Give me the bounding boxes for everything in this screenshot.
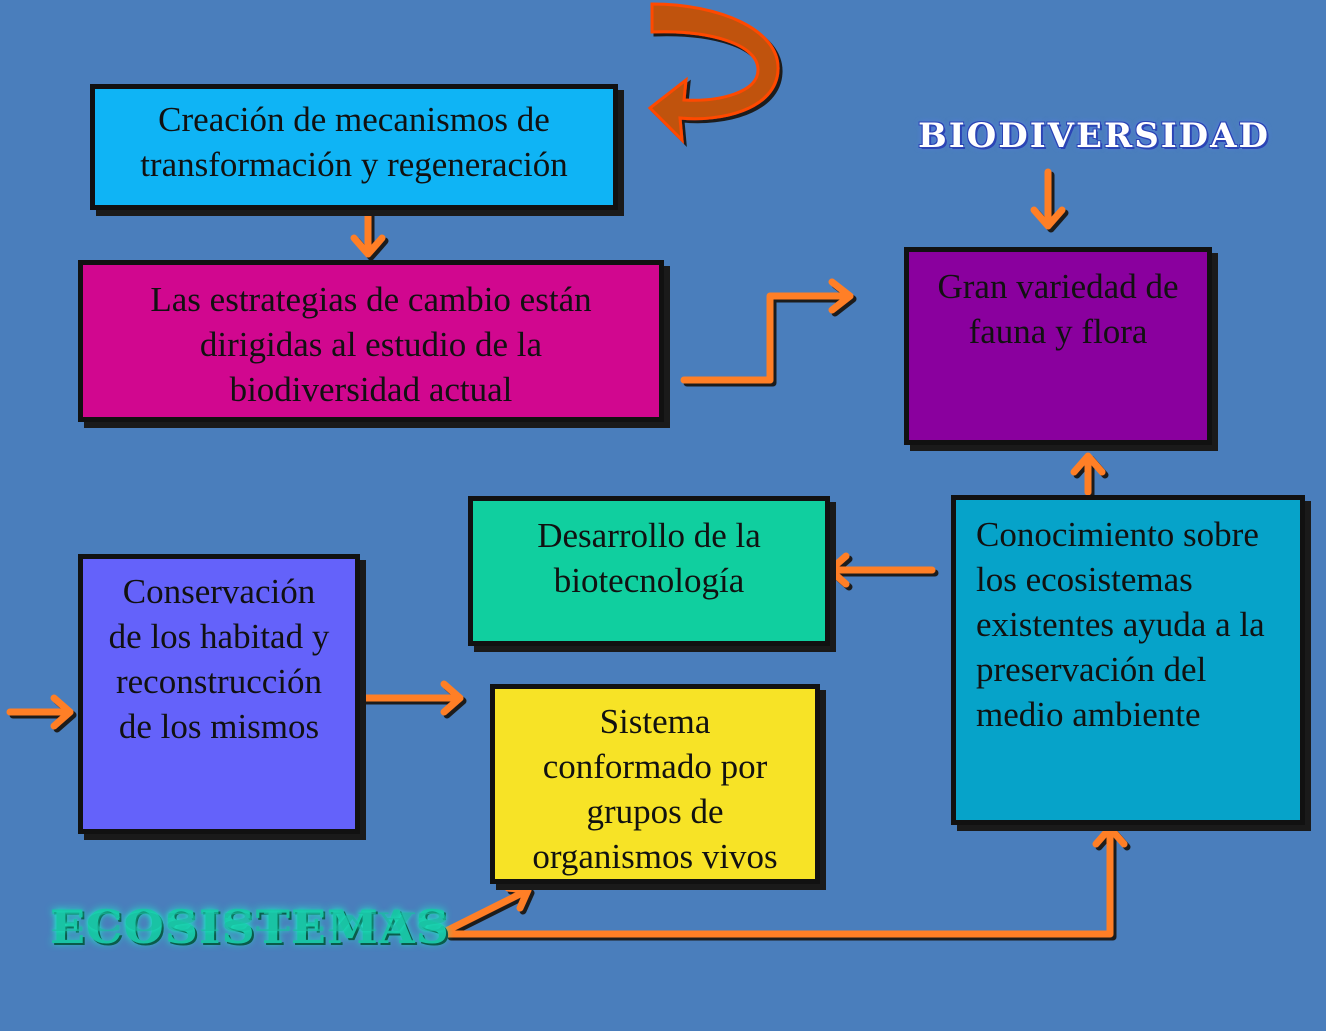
arrow-conocimiento-to-biotecnologia: [826, 552, 936, 588]
node-sistema: Sistema conformado por grupos de organismos…: [490, 684, 820, 884]
node-text-line: Sistema: [599, 702, 711, 741]
node-conservacion: Conservación de los habitad y reconstrucci…: [78, 554, 360, 834]
node-text-line: fauna y flora: [968, 312, 1148, 351]
node-text-line: existentes ayuda a la: [976, 605, 1265, 644]
arrow-mecanismos-to-estrategias: [350, 202, 386, 258]
curved-return-arrow: [647, 2, 780, 144]
arrow-ecosistemas-to-conocimiento: [444, 824, 1128, 938]
title-biodiversidad: BIODIVERSIDAD: [918, 116, 1271, 156]
node-text-line: preservación del: [976, 650, 1207, 689]
node-text-line: Creación de mecanismos de: [158, 100, 550, 139]
title-ecosistemas-reflection: ECOSISTEMAS: [50, 906, 450, 936]
node-text-line: organismos vivos: [532, 837, 778, 876]
node-text-line: de los mismos: [118, 707, 320, 746]
arrow-conocimiento-to-variedad: [1070, 452, 1106, 496]
title-ecosistemas: ECOSISTEMAS: [50, 900, 450, 954]
node-text-line: reconstrucción: [115, 662, 323, 701]
node-variedad: Gran variedad de fauna y flora: [904, 247, 1212, 445]
node-text-line: biodiversidad actual: [229, 370, 513, 409]
node-text-line: Conservación: [122, 572, 316, 611]
node-text-line: Conocimiento sobre: [976, 515, 1259, 554]
node-text-line: transformación y regeneración: [140, 145, 568, 184]
node-estrategias: Las estrategias de cambio están dirigidas…: [78, 260, 664, 422]
arrow-ecosistemas-to-sistema: [444, 884, 532, 934]
node-text-line: conformado por: [542, 747, 768, 786]
node-text-line: grupos de: [586, 792, 724, 831]
arrow-into-conservacion: [6, 694, 74, 730]
arrow-biodiversidad-to-variedad: [1030, 168, 1066, 230]
node-text-line: Desarrollo de la: [537, 516, 761, 555]
node-text-line: Gran variedad de: [937, 267, 1179, 306]
node-text-line: de los habitad y: [108, 617, 330, 656]
node-text-line: los ecosistemas: [976, 560, 1193, 599]
node-text-line: biotecnología: [553, 561, 745, 600]
arrow-conservacion-to-sistema: [354, 680, 464, 716]
node-mecanismos: Creación de mecanismos de transformación …: [90, 84, 618, 210]
arrow-estrategias-to-variedad: [680, 278, 854, 384]
node-conocimiento: Conocimiento sobre los ecosistemas existen…: [951, 495, 1305, 825]
node-biotecnologia: Desarrollo de la biotecnología: [468, 496, 830, 646]
node-text-line: dirigidas al estudio de la: [199, 325, 543, 364]
node-text-line: medio ambiente: [976, 695, 1201, 734]
node-text-line: Las estrategias de cambio están: [150, 280, 592, 319]
